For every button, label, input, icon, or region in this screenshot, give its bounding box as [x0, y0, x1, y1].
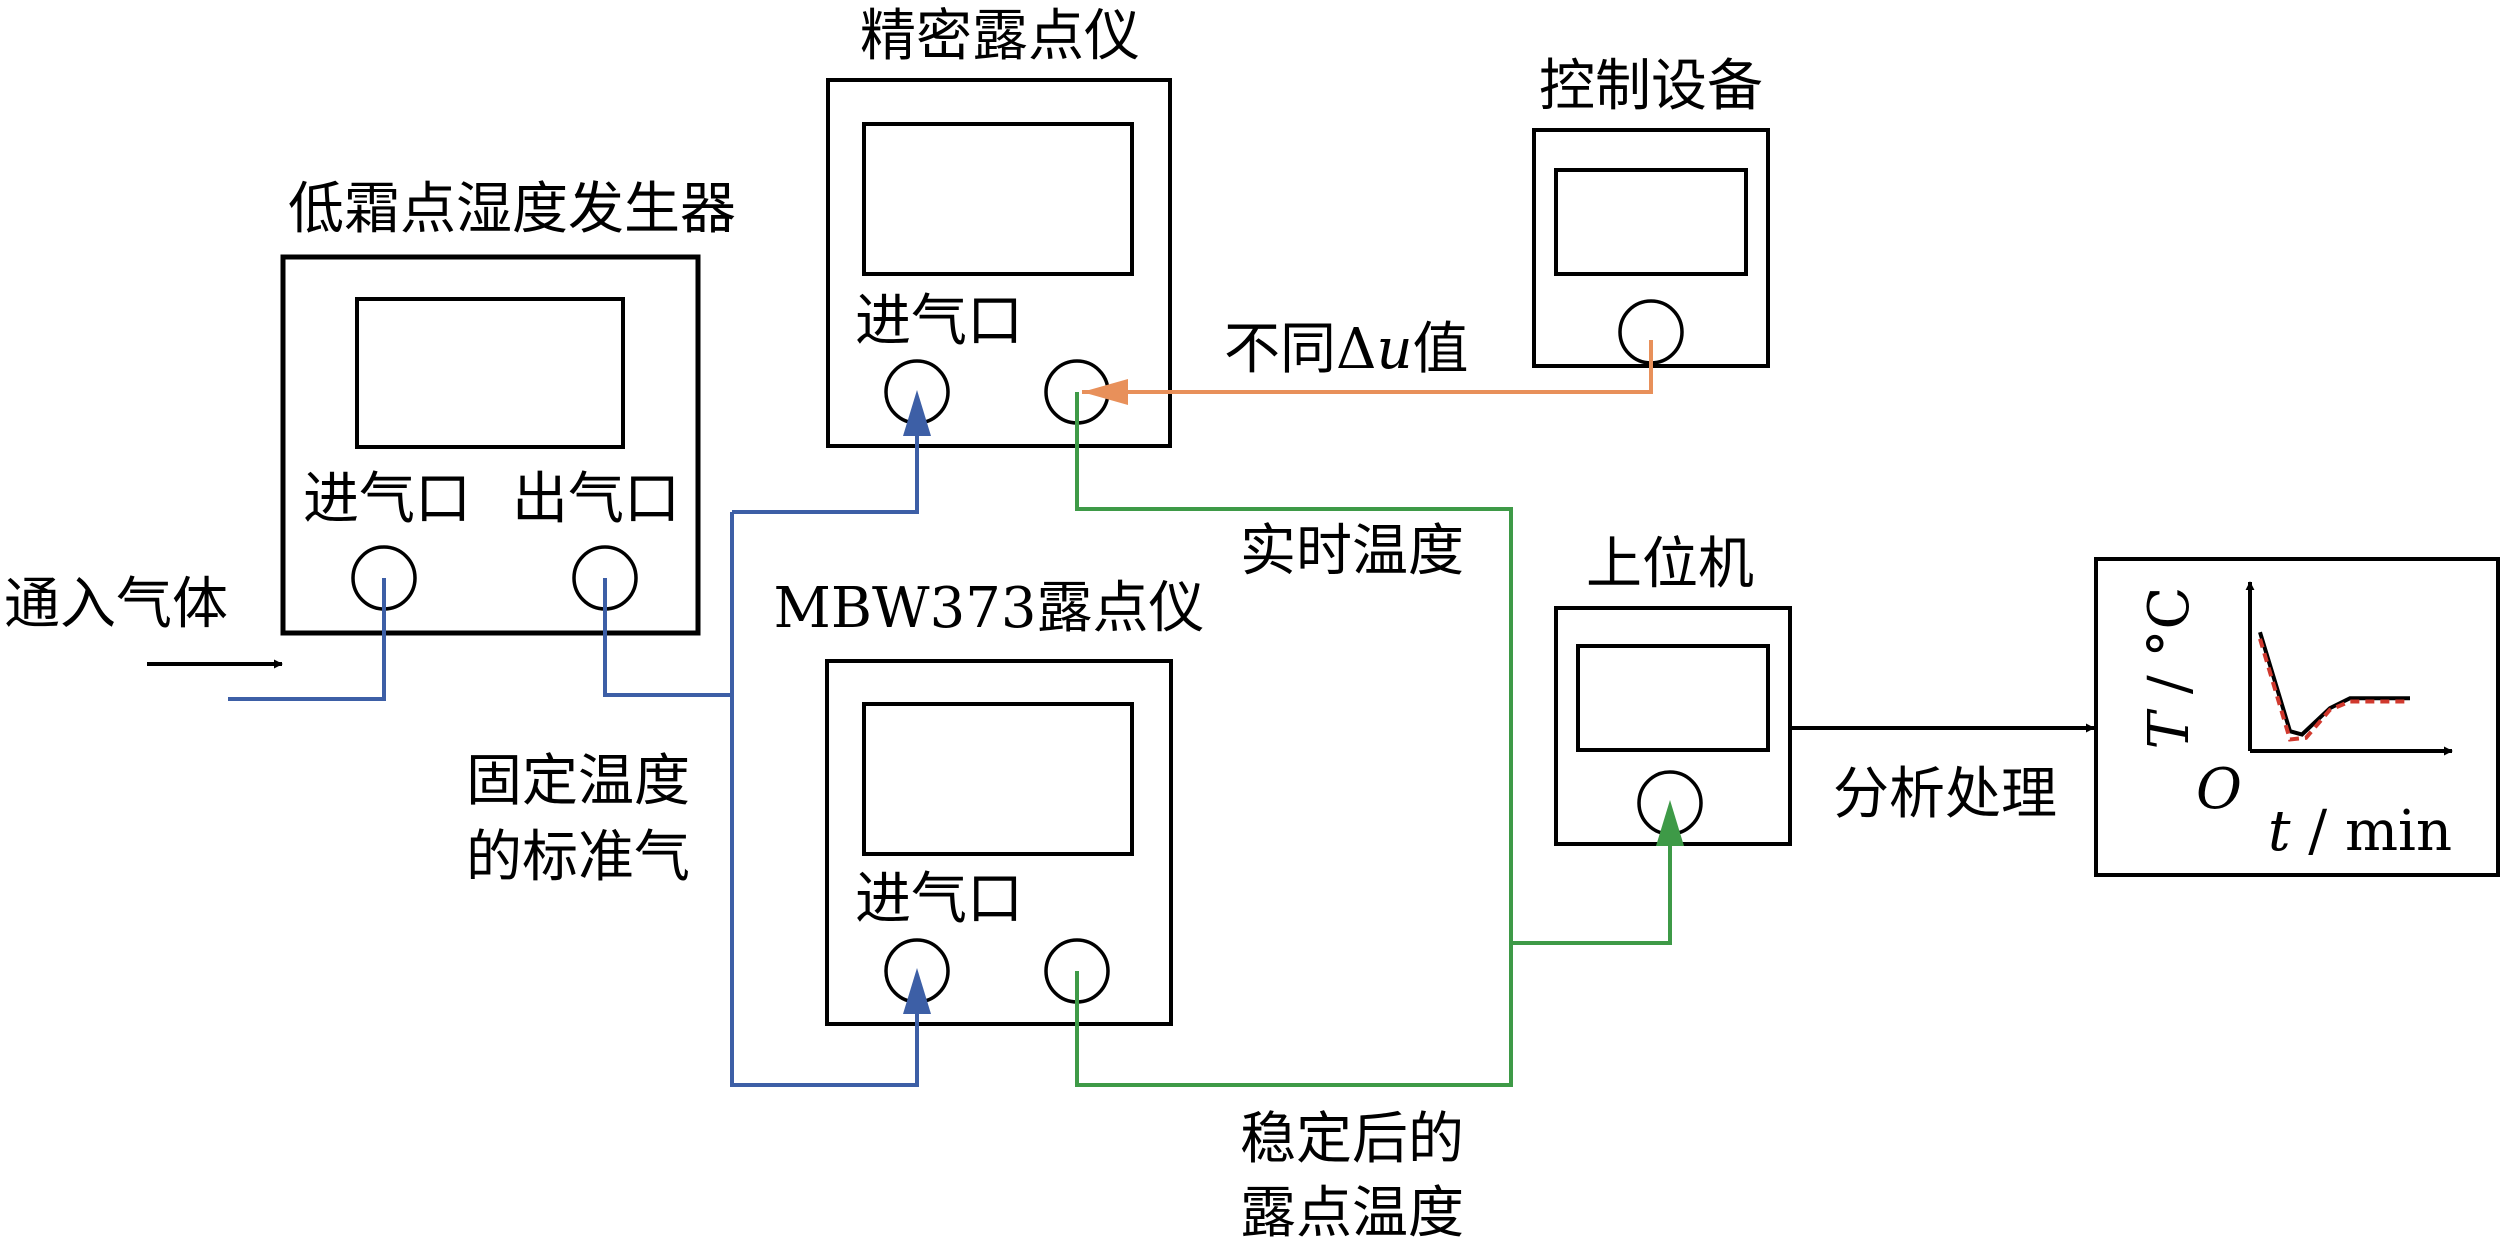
arrow-into-precision-control: [1082, 379, 1128, 405]
mbw-hygrometer-title: MBW373露点仪: [774, 576, 1205, 641]
precision-hygrometer: 精密露点仪 进气口: [826, 4, 1172, 448]
chart-x-unit: / min: [2290, 799, 2452, 864]
arrow-into-mbw-inlet: [903, 968, 931, 1014]
humidity-generator: 低霜点湿度发生器 进气口 出气口: [280, 177, 736, 636]
generator-inlet-label: 进气口: [303, 467, 471, 532]
mbw-hygrometer-screen: [862, 702, 1134, 856]
precision-hygrometer-inlet-label: 进气口: [855, 289, 1023, 354]
gas-in-label: 通入气体: [4, 572, 228, 637]
delta-u-label: 不同Δu值: [1224, 317, 1469, 382]
precision-hygrometer-screen: [862, 122, 1134, 276]
chart-y-unit: / °C: [2137, 587, 2202, 712]
stable-temp-line: [1075, 943, 1513, 1087]
gas-trunk-line: [730, 512, 919, 1087]
delta-u-suffix: 值: [1413, 317, 1469, 382]
gas-in-line: [228, 578, 386, 701]
mbw-hygrometer-inlet-label: 进气口: [855, 867, 1023, 932]
stable-temp-label-line2: 露点温度: [1240, 1181, 1464, 1245]
realtime-temp-line: [1075, 392, 1672, 945]
host-computer-screen: [1576, 644, 1770, 752]
host-computer: 上位机: [1554, 532, 1792, 846]
control-device-screen: [1554, 168, 1748, 276]
chart-x-var: t: [2268, 799, 2291, 864]
host-computer-title: 上位机: [1586, 532, 1754, 597]
chart-series-reference: [2258, 638, 2410, 742]
arrow-into-precision-inlet: [903, 390, 931, 436]
arrow-into-host-computer: [1656, 800, 1684, 846]
delta-u-variable: u: [1376, 317, 1412, 382]
generator-screen: [355, 297, 625, 449]
chart-x-axis-label: t / min: [2268, 799, 2452, 864]
control-device-title: 控制设备: [1539, 54, 1763, 119]
realtime-temp-label: 实时温度: [1240, 519, 1464, 584]
chart-series-group: [2258, 631, 2410, 742]
temperature-signal-lines: [1075, 392, 1672, 1087]
stable-temp-label-line1: 稳定后的: [1240, 1107, 1464, 1172]
analysis-label: 分析处理: [1833, 762, 2057, 827]
result-chart-frame: [2094, 557, 2500, 877]
standard-gas-label-line1: 固定温度: [466, 749, 690, 814]
chart-origin-label: O: [2196, 757, 2242, 822]
chart-y-var: T: [2137, 708, 2202, 749]
mbw-hygrometer: MBW373露点仪 进气口: [774, 576, 1205, 1026]
precision-hygrometer-title: 精密露点仪: [860, 4, 1140, 69]
chart-y-axis-label: T / °C: [2137, 587, 2202, 750]
control-signal-line: [1082, 340, 1653, 394]
delta-u-prefix: 不同Δ: [1224, 317, 1376, 382]
control-device: 控制设备: [1532, 54, 1770, 368]
generator-outlet-label: 出气口: [512, 467, 680, 532]
generator-title: 低霜点湿度发生器: [288, 177, 736, 242]
result-chart: O t / min T / °C: [2094, 557, 2500, 877]
generator-output-line: [603, 578, 732, 697]
standard-gas-label-line2: 的标准气: [466, 825, 690, 890]
chart-series-measured: [2258, 631, 2410, 737]
